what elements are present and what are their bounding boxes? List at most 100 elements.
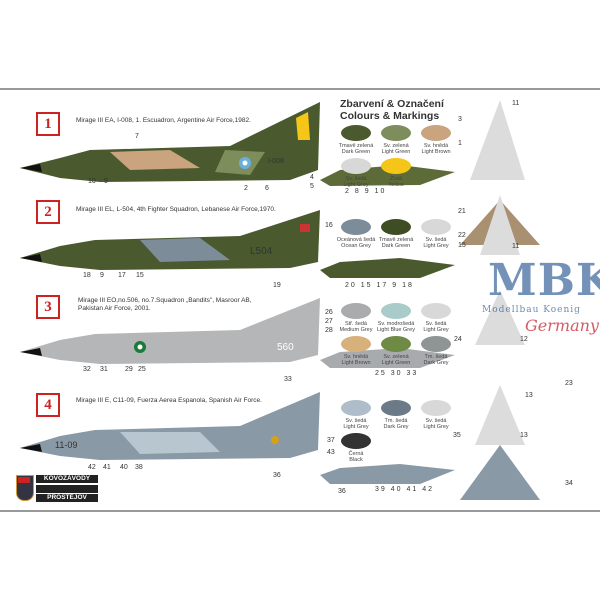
callout: 36 <box>273 472 281 479</box>
colour-name-en: Light Grey <box>343 182 369 188</box>
small-profile-2 <box>320 258 455 278</box>
scheme-number-3: 3 <box>36 295 60 319</box>
callout: 26 <box>325 309 333 316</box>
colour-name-cz: Sv. šedá <box>425 237 447 243</box>
colour-name-en: Light Grey <box>423 424 449 430</box>
callout: 34 <box>565 480 573 487</box>
colour-name-en: Light Grey <box>343 424 369 430</box>
colour-name-cz: Sv. zelená <box>383 354 409 360</box>
colour-name-en: Dark Grey <box>383 424 409 430</box>
scheme-caption-3: Mirage III EO,no.506, no.7.Squadron „Ban… <box>78 297 252 312</box>
serial-3: 560 <box>277 342 294 353</box>
colour-chip <box>381 219 411 235</box>
colour-chip <box>381 158 411 174</box>
colour-chip <box>341 336 371 352</box>
colour-name-cz: Tm. šedá <box>384 418 408 424</box>
callout: 37 <box>327 437 335 444</box>
colour-name-cz: Tm. šedá <box>424 354 448 360</box>
scheme-caption-4: Mirage III E, C11-09, Fuerza Aerea Espan… <box>76 397 262 404</box>
colour-name-cz: Sv. zelená <box>383 143 409 149</box>
colour-name-cz: Sv. šedá <box>425 321 447 327</box>
colour-name-cz: Sv. modrošedá <box>377 321 415 327</box>
callout: 4 <box>310 174 314 181</box>
callout: 23 <box>565 380 573 387</box>
serial-4: 11-09 <box>55 440 78 450</box>
colour-chip <box>341 125 371 141</box>
colour-name-en: Light Brown <box>341 360 371 366</box>
colour-name-en: Light Green <box>381 149 411 155</box>
scheme-number-2: 2 <box>36 200 60 224</box>
colour-chip <box>381 303 411 319</box>
profile-2 <box>20 210 320 270</box>
colour-chip <box>421 125 451 141</box>
colour-name-en: Light Grey <box>423 327 449 333</box>
callout: 19 <box>273 282 281 289</box>
small-profile-3 <box>320 348 455 368</box>
colour-chip <box>341 433 371 449</box>
scheme-number-4: 4 <box>36 393 60 417</box>
plan-view-4 <box>475 385 525 445</box>
callout: 22 <box>458 232 466 239</box>
plan-view-4b <box>460 445 540 500</box>
callout: 32 <box>83 366 91 373</box>
callout: 43 <box>327 449 335 456</box>
colour-name-cz: Sv. hnědá <box>343 354 369 360</box>
callout: 9 <box>104 178 108 185</box>
callout: 21 <box>458 208 466 215</box>
colour-chip <box>381 400 411 416</box>
profile-4 <box>20 392 320 460</box>
scheme-caption-1: Mirage III EA, I-008, 1. Escuadron, Arge… <box>76 117 251 124</box>
callout: 38 <box>135 464 143 471</box>
scheme-caption-2: Mirage III EL, L-504, 4th Fighter Squadr… <box>76 206 276 213</box>
callout: 15 <box>136 272 144 279</box>
colour-name-cz: Tmavě zelená <box>378 237 414 243</box>
colour-name-en: Yellow <box>388 182 404 188</box>
small-callouts-3: 25 30 33 <box>375 370 419 377</box>
colour-name-cz: Oceánová šedá <box>336 237 376 243</box>
colour-name-en: Light Brown <box>421 149 451 155</box>
callout: 33 <box>284 376 292 383</box>
plan-view-1 <box>470 100 525 180</box>
callout: 36 <box>338 488 346 495</box>
colour-chip <box>381 125 411 141</box>
colour-name-cz: Sv. šedá <box>345 176 367 182</box>
colour-name-cz: Žlutá <box>389 176 403 182</box>
callout: 17 <box>118 272 126 279</box>
callout: 9 <box>100 272 104 279</box>
callout: 11 <box>512 100 520 107</box>
colour-name-en: Dark Green <box>381 243 411 249</box>
colour-chip <box>341 219 371 235</box>
callout: 1 <box>458 140 462 147</box>
colour-chip <box>421 336 451 352</box>
colour-name-cz: Sv. hnědá <box>423 143 449 149</box>
colour-name-en: Medium Grey <box>339 327 373 333</box>
colour-chip <box>341 303 371 319</box>
colour-name-cz: Tmavě zelená <box>338 143 374 149</box>
callout: 3 <box>458 116 462 123</box>
colour-name-en: Dark Grey <box>423 360 449 366</box>
callout: 42 <box>88 464 96 471</box>
callout: 24 <box>454 336 462 343</box>
callout: 28 <box>325 327 333 334</box>
callout: 29 <box>125 366 133 373</box>
callout: 31 <box>100 366 108 373</box>
serial-2: L504 <box>250 246 273 257</box>
colour-chip <box>421 219 451 235</box>
colour-name-en: Ocean Grey <box>341 243 371 249</box>
callout: 16 <box>325 222 333 229</box>
